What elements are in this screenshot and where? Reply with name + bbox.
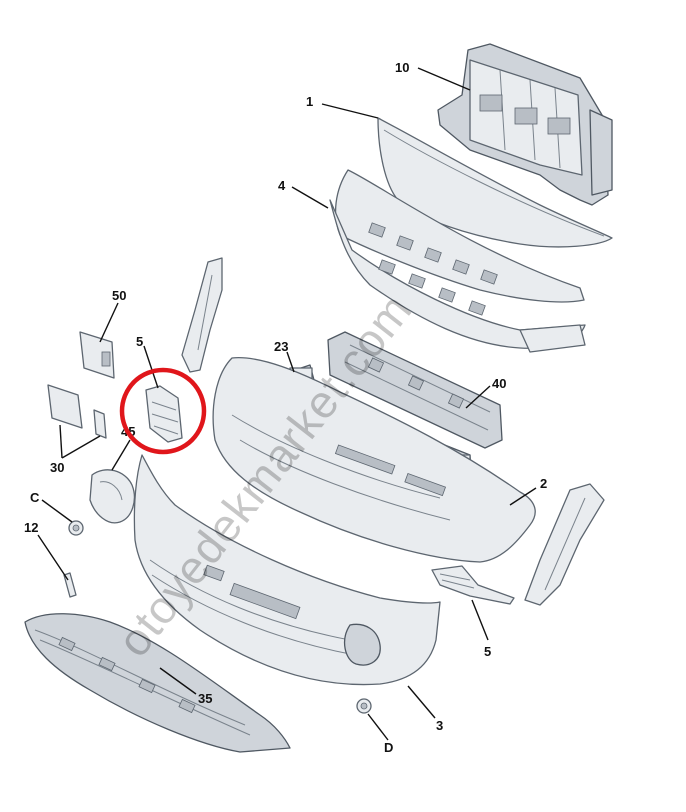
part-2-upper-bumper [212,357,536,563]
callout-4: 4 [278,178,286,193]
callout-5-right: 5 [484,644,491,659]
part-50-plate [79,331,115,379]
leader-lines [37,67,537,741]
callout-30: 30 [50,460,64,475]
callout-2: 2 [540,476,547,491]
part-30-brackets [47,384,107,439]
right-side-bracket [524,483,605,606]
part-10-front-carrier [437,43,613,206]
callout-12: 12 [24,520,38,535]
part-5-right-insert [431,565,515,605]
part-45-housing [89,469,135,524]
part-3-lower-bumper [133,454,441,686]
part-d-clip [356,698,372,714]
callout-3: 3 [436,718,443,733]
callout-35: 35 [198,691,212,706]
callout-40: 40 [492,376,506,391]
callout-d: D [384,740,393,755]
part-40-energy-absorber [327,331,503,449]
callout-10: 10 [395,60,409,75]
left-side-bracket [181,257,223,373]
callout-5-left: 5 [136,334,143,349]
part-5-left-insert [145,385,183,443]
undertray-skid-plate [24,613,291,753]
callout-50: 50 [112,288,126,303]
callout-1: 1 [306,94,313,109]
part-4-main-grille [329,169,586,353]
callout-23: 23 [274,339,288,354]
callout-c: C [30,490,40,505]
part-c-clip [68,520,84,536]
highlight-circle [119,367,207,455]
